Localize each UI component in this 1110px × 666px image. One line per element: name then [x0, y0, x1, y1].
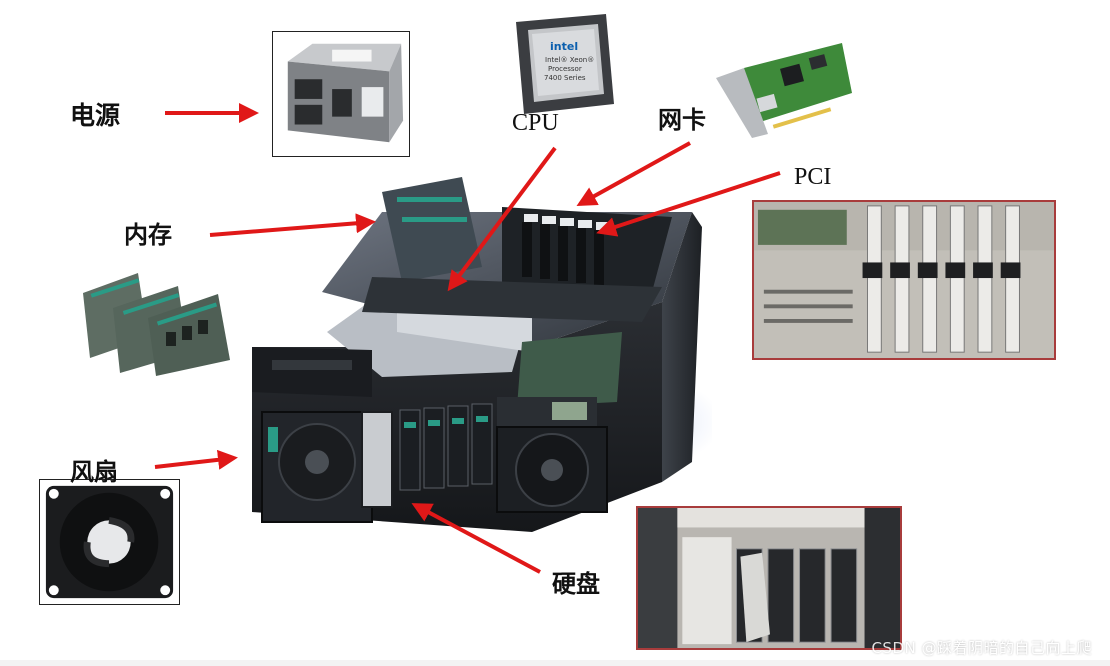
cpu-chip-image: intel Intel® Xeon® Processor 7400 Series	[510, 12, 618, 118]
hard-disk-bays-image	[636, 506, 902, 650]
cpu-chip-line3: 7400 Series	[544, 74, 586, 82]
label-hdd: 硬盘	[552, 570, 600, 598]
label-fan: 风扇	[70, 458, 118, 486]
cpu-chip-line2: Processor	[548, 65, 582, 73]
label-power: 电源	[70, 101, 121, 130]
watermark: CSDN @踩着阴暗的自己向上爬	[871, 639, 1092, 657]
label-cpu: CPU	[512, 110, 559, 136]
network-card-image	[712, 38, 854, 138]
arrow-fan	[154, 449, 238, 470]
label-nic: 网卡	[658, 106, 706, 134]
cpu-chip-line1: Intel® Xeon®	[545, 56, 594, 64]
label-pci: PCI	[794, 164, 832, 190]
pci-slots-image	[752, 200, 1056, 360]
fan-image	[39, 479, 180, 605]
memory-modules-image	[78, 268, 242, 376]
label-memory: 内存	[124, 221, 172, 249]
bottom-strip	[0, 660, 1110, 666]
power-supply-image	[272, 31, 410, 157]
cpu-chip-brand: intel	[550, 40, 578, 53]
server-chassis-image	[232, 172, 712, 532]
